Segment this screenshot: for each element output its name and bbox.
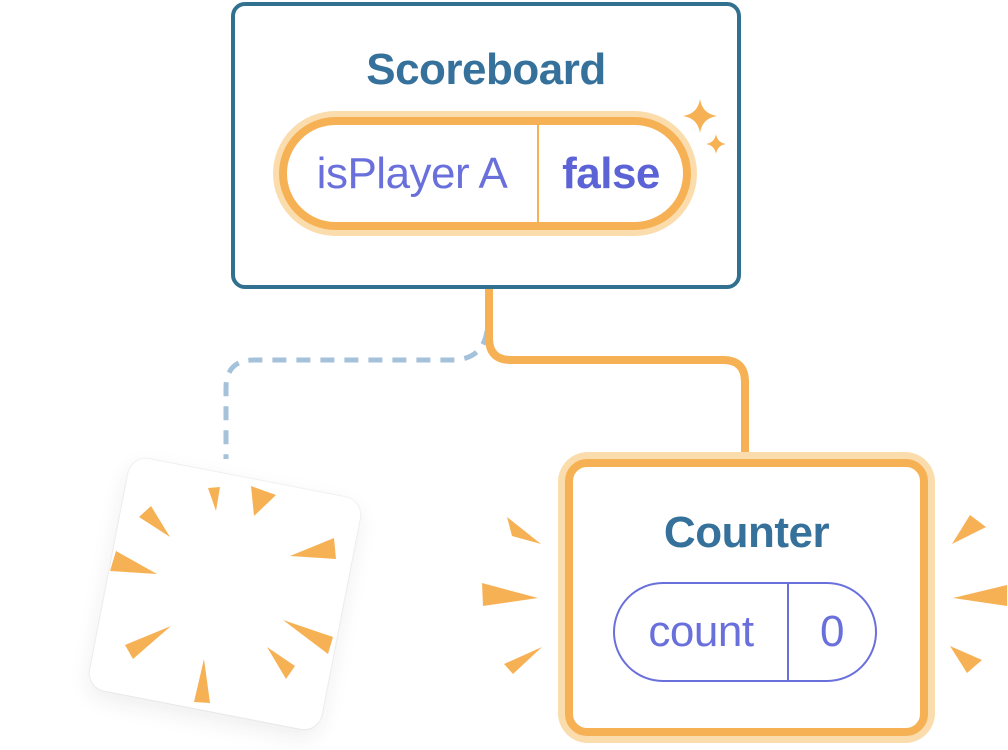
scoreboard-title: Scoreboard xyxy=(366,45,606,94)
counter-title: Counter xyxy=(663,508,830,557)
pill-divider xyxy=(537,125,539,222)
connector-active-line xyxy=(485,288,749,468)
state-value: false xyxy=(562,148,660,198)
state-label: count xyxy=(648,607,754,656)
counter-state-pill: count 0 xyxy=(613,582,877,682)
counter-card: Counter count 0 xyxy=(565,459,928,736)
state-label: isPlayer A xyxy=(316,148,508,198)
scoreboard-card: Scoreboard isPlayer A false xyxy=(231,2,741,289)
emphasis-burst-left-icon xyxy=(482,517,542,674)
pill-divider xyxy=(787,584,789,680)
counter-card-glow: Counter count 0 xyxy=(558,452,935,743)
scoreboard-state-pill: isPlayer A false xyxy=(279,117,691,230)
emphasis-burst-right-icon xyxy=(950,515,1007,673)
connector-removed-dashed xyxy=(223,330,490,459)
state-value: 0 xyxy=(820,607,844,656)
destroyed-component-card xyxy=(86,455,364,733)
